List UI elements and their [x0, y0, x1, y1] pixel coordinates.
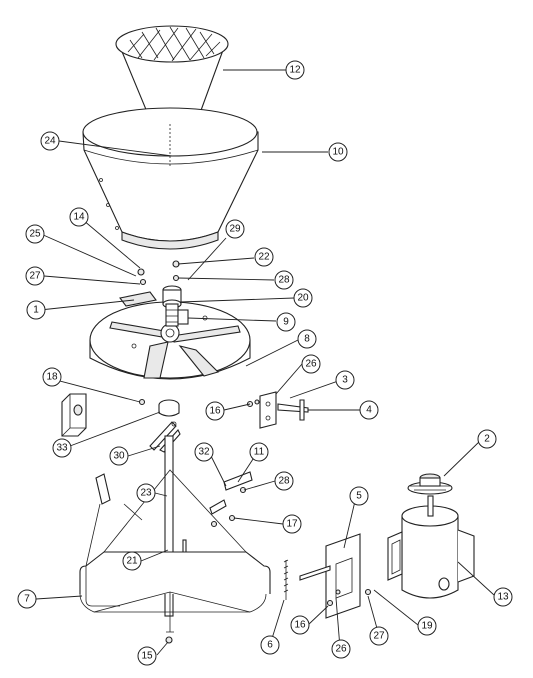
callout: 6 — [260, 635, 280, 655]
callout: 10 — [328, 142, 348, 162]
callout: 32 — [194, 442, 214, 462]
part-gear-cup — [138, 398, 180, 417]
callout: 16 — [290, 615, 310, 635]
svg-text:33: 33 — [56, 443, 68, 454]
callout: 24 — [40, 131, 60, 151]
svg-text:26: 26 — [305, 359, 317, 370]
svg-text:8: 8 — [304, 334, 310, 345]
callout: 3 — [335, 370, 355, 390]
callouts: 12 10 24 14 29 25 22 27 28 20 1 9 8 26 1… — [17, 60, 513, 666]
callout: 2 — [477, 429, 497, 449]
svg-text:11: 11 — [254, 447, 265, 458]
part-control-bracket — [209, 471, 253, 528]
svg-text:13: 13 — [497, 592, 509, 603]
part-impeller — [407, 473, 453, 495]
svg-text:2: 2 — [484, 434, 490, 445]
svg-text:12: 12 — [289, 65, 301, 76]
callout: 21 — [122, 551, 142, 571]
part-tripod-stand — [79, 469, 271, 633]
callout: 27 — [369, 626, 389, 646]
svg-text:27: 27 — [29, 271, 41, 282]
callout: 28 — [274, 270, 294, 290]
svg-text:6: 6 — [267, 640, 273, 651]
svg-text:17: 17 — [286, 519, 298, 530]
callout: 22 — [254, 247, 274, 267]
svg-text:10: 10 — [332, 147, 344, 158]
callout: 4 — [359, 400, 379, 420]
svg-text:20: 20 — [297, 293, 309, 304]
svg-text:16: 16 — [294, 620, 306, 631]
part-hub-assembly — [162, 260, 189, 327]
svg-text:28: 28 — [278, 275, 290, 286]
callout: 29 — [225, 219, 245, 239]
callout: 9 — [276, 312, 296, 332]
svg-text:32: 32 — [198, 447, 210, 458]
callout: 26 — [331, 639, 351, 659]
callout: 16 — [205, 401, 225, 421]
svg-text:29: 29 — [229, 224, 241, 235]
callout: 27 — [25, 266, 45, 286]
part-mounting-bracket — [61, 393, 87, 437]
callout: 28 — [274, 471, 294, 491]
callout: 5 — [349, 486, 369, 506]
callout: 7 — [17, 589, 37, 609]
part-deflector-plate — [119, 268, 157, 307]
leader-lines — [35, 69, 495, 656]
part-top-funnel — [115, 25, 229, 129]
callout: 17 — [282, 514, 302, 534]
svg-text:1: 1 — [33, 305, 39, 316]
svg-text:4: 4 — [366, 405, 372, 416]
callout: 12 — [285, 60, 305, 80]
part-motor — [387, 495, 475, 599]
callout: 14 — [69, 207, 89, 227]
part-hinge-bracket — [246, 391, 309, 429]
callout: 23 — [136, 483, 156, 503]
part-hopper — [82, 107, 259, 250]
callout: 30 — [109, 446, 129, 466]
svg-text:9: 9 — [283, 317, 289, 328]
callout: 26 — [301, 354, 321, 374]
svg-text:28: 28 — [278, 476, 290, 487]
svg-text:21: 21 — [126, 556, 138, 567]
svg-text:18: 18 — [46, 372, 58, 383]
callout: 1 — [26, 300, 46, 320]
svg-text:3: 3 — [342, 375, 348, 386]
svg-text:15: 15 — [141, 651, 153, 662]
callout: 25 — [25, 224, 45, 244]
part-motor-plate — [283, 533, 372, 619]
callout: 19 — [417, 616, 437, 636]
callout: 13 — [493, 587, 513, 607]
part-spinner-disc — [89, 301, 251, 380]
svg-text:22: 22 — [258, 252, 270, 263]
svg-text:23: 23 — [140, 488, 152, 499]
svg-text:30: 30 — [113, 451, 125, 462]
callout: 33 — [52, 438, 72, 458]
svg-text:26: 26 — [335, 644, 347, 655]
callout: 11 — [249, 442, 269, 462]
svg-text:27: 27 — [373, 631, 385, 642]
svg-text:14: 14 — [73, 212, 85, 223]
svg-text:24: 24 — [44, 136, 56, 147]
svg-text:25: 25 — [29, 229, 41, 240]
parts-drawing — [61, 25, 475, 644]
callout: 15 — [137, 646, 157, 666]
callout: 18 — [42, 367, 62, 387]
svg-text:5: 5 — [356, 491, 362, 502]
funnel-grate — [127, 26, 221, 62]
svg-text:19: 19 — [421, 621, 433, 632]
callout: 20 — [293, 288, 313, 308]
svg-text:7: 7 — [24, 594, 30, 605]
svg-text:16: 16 — [209, 406, 221, 417]
callout: 8 — [297, 329, 317, 349]
